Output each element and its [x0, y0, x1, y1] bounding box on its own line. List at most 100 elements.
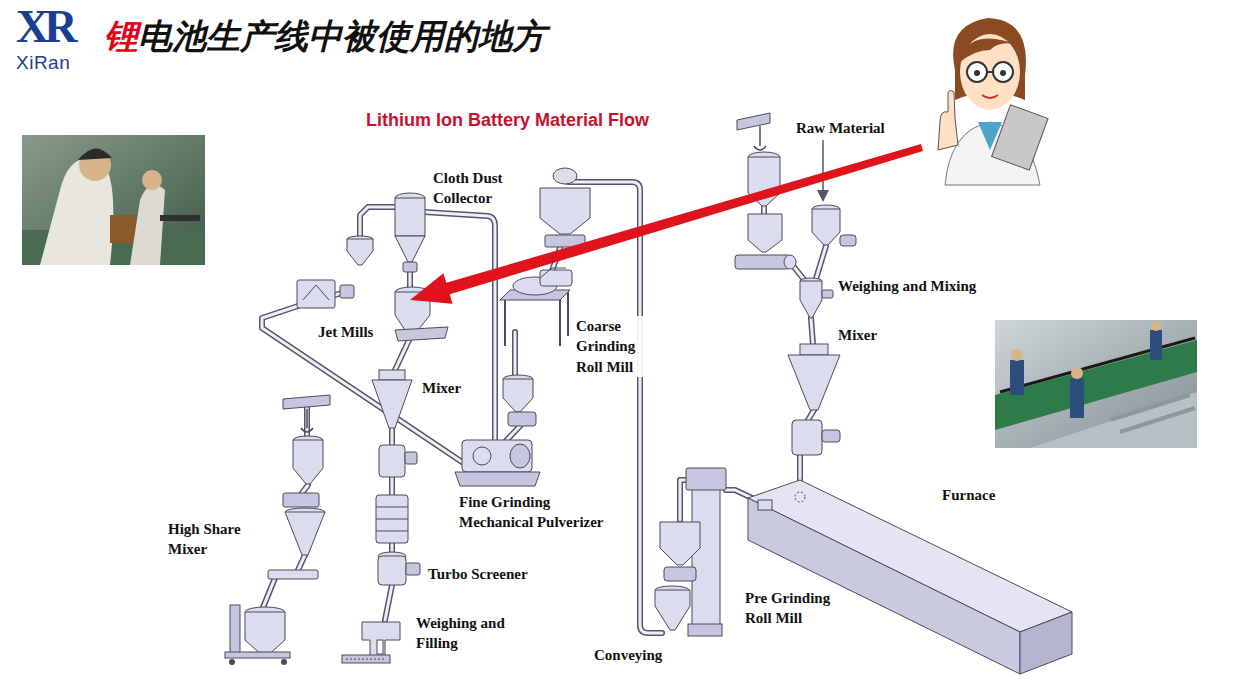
weighing-filling-station [342, 622, 400, 663]
weighing-mixer-part [800, 281, 822, 318]
factory-photo-part [1110, 395, 1195, 432]
cloth-dust-collector-part [303, 285, 329, 300]
logo-mark: XR [14, 4, 74, 50]
cartoon-scientist [938, 18, 1048, 185]
workers-photo-part [22, 135, 205, 265]
equipment-label: Cloth Dust Collector [431, 168, 515, 209]
raw-material-feed-part [822, 140, 824, 192]
raw-material-feed-part [748, 214, 782, 252]
pre-grinding-roll-mill [655, 468, 726, 636]
pre-grinding-roll-mill-part [664, 567, 696, 581]
cartoon-scientist-part [960, 34, 1020, 110]
factory-photo-part-part [1010, 360, 1024, 395]
equipment-label: Mixer [420, 378, 463, 398]
mechanical-pulverizer-part [462, 440, 532, 472]
factory-photo [995, 320, 1197, 448]
factory-photo-part-part [1011, 349, 1023, 361]
cartoon-scientist-part [960, 38, 1018, 62]
pre-grinding-roll-mill-part [660, 522, 700, 565]
workers-photo-part [142, 170, 162, 190]
workers-photo-part [78, 148, 112, 160]
mechanical-pulverizer [455, 440, 540, 486]
equipment-label: Weighing and Mixing [836, 276, 978, 296]
equipment-label: Raw Material [794, 118, 887, 138]
furnace-part [795, 492, 805, 502]
mixer-center-part [376, 495, 408, 543]
equipment-label: Furnace [940, 485, 997, 505]
high-shear-mixer-part [301, 409, 313, 432]
mixer-center-part [405, 452, 417, 464]
raw-material-feed-part [812, 209, 840, 245]
mechanical-pulverizer-part [455, 472, 540, 486]
coarse-grinding-roll-mill-part [540, 268, 566, 278]
furnace [748, 480, 1072, 674]
cloth-dust-collector-part [297, 280, 335, 308]
feed-hopper-part [553, 168, 577, 184]
raw-material-feed-part [754, 126, 766, 150]
factory-photo-part [995, 320, 1197, 448]
cartoon-scientist-part [938, 91, 958, 150]
furnace-part [758, 500, 772, 510]
weighing-mixer [800, 278, 833, 318]
cloth-dust-collector-part [403, 262, 417, 272]
cartoon-scientist-part [992, 105, 1048, 170]
equipment-label: Fine Grinding Mechanical Pulverizer [457, 492, 619, 533]
pipe-network-part-part [360, 207, 398, 238]
cartoon-scientist-part [982, 95, 998, 98]
factory-photo-part-part [1071, 367, 1083, 379]
equipment-label: Turbo Screener [426, 564, 530, 584]
high-shear-mixer-part [268, 570, 318, 579]
brand-name: XiRan [14, 50, 72, 76]
weighing-filling-station-part [377, 640, 383, 654]
high-shear-mixer-part [229, 659, 235, 665]
high-shear-mixer-part [230, 605, 240, 655]
page-title: 锂电池生产线中被使用的地方 [104, 16, 546, 57]
mixer-right-part [788, 355, 840, 410]
cloth-dust-collector-part [395, 198, 425, 236]
high-shear-mixer-part [245, 612, 285, 658]
workers-photo [22, 135, 205, 265]
mixer-center-part [379, 445, 405, 477]
buffer-hopper-part [508, 412, 536, 426]
high-shear-mixer-part [285, 512, 325, 555]
cloth-dust-collector-part [340, 285, 354, 298]
raw-material-feed-part [817, 190, 829, 202]
high-shear-mixer-part [225, 652, 290, 658]
buffer-hopper [503, 375, 536, 426]
buffer-hopper-part [503, 379, 533, 412]
mixer-center-part [379, 370, 405, 380]
cartoon-scientist-part [987, 71, 993, 73]
factory-photo-part [1011, 321, 1161, 379]
cartoon-scientist-part [967, 62, 987, 82]
mechanical-pulverizer-part [510, 444, 530, 468]
pre-grinding-roll-mill-part [688, 624, 722, 636]
factory-photo-part-part [1150, 330, 1162, 360]
furnace-part [1020, 612, 1072, 674]
equipment-label: Jet Mills [316, 322, 375, 342]
pre-grinding-roll-mill-part [655, 590, 690, 630]
weighing-mixer-part [822, 290, 833, 298]
mixer-right-part [792, 420, 822, 455]
turbo-screener [378, 552, 420, 585]
furnace-part [748, 498, 1020, 674]
equipment-label: Mixer [836, 325, 879, 345]
factory-photo-part [1010, 330, 1162, 418]
pipe-network-part [262, 182, 826, 633]
high-shear-mixer-part [283, 395, 330, 409]
feed-hopper-part [540, 188, 590, 234]
workers-photo-part [160, 215, 200, 221]
coarse-grinding-roll-mill [500, 268, 572, 346]
cartoon-scientist-part [1000, 70, 1006, 76]
pipe-network-part [262, 182, 826, 633]
factory-photo-part-part [1070, 378, 1084, 418]
raw-material-feed-part [737, 113, 770, 130]
factory-photo-part [1030, 392, 1197, 448]
factory-photo-part-part [1151, 321, 1161, 331]
raw-material-feed-part [840, 235, 856, 246]
weighing-filling-station-part [362, 622, 400, 656]
equipment-label: Weighing and Filling [414, 613, 522, 654]
weighing-filling-station-part [342, 655, 390, 663]
pre-grinding-roll-mill-part [686, 468, 726, 490]
cartoon-scientist-part [993, 62, 1013, 82]
